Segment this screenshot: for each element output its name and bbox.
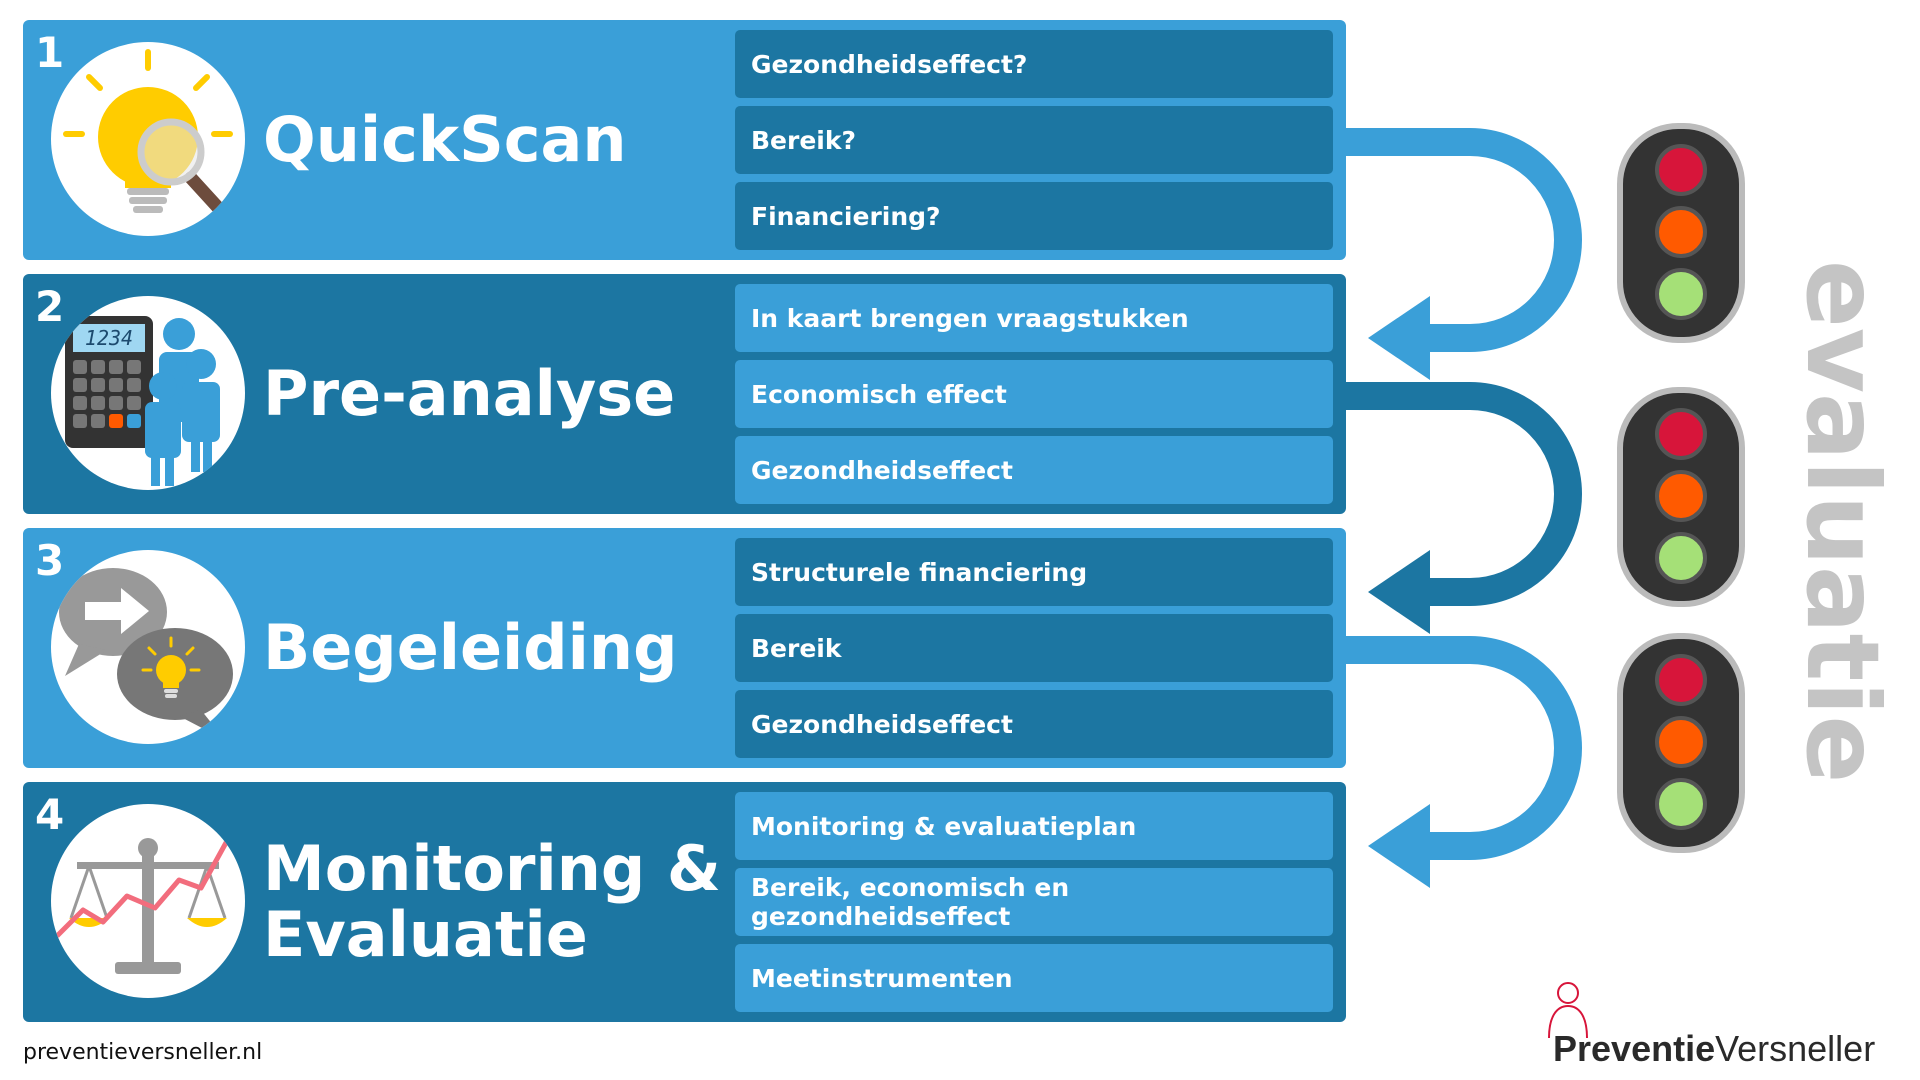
- flow-arrow: [1346, 382, 1582, 634]
- calculator-people-icon: 1234: [51, 296, 245, 490]
- flow-arrow: [1346, 128, 1582, 380]
- phase-monitoring-evaluatie: 4 Monitoring & Evaluatie Monitoring & ev…: [23, 782, 1346, 1022]
- phase-title-line: Pre-analyse: [263, 357, 676, 430]
- phase-title: Monitoring & Evaluatie: [263, 836, 743, 968]
- checklist-item: Gezondheidseffect: [735, 690, 1333, 758]
- scales-chart-icon: [51, 804, 245, 998]
- checklist-item: Financiering?: [735, 182, 1333, 250]
- phase-title-line: Monitoring &: [263, 832, 721, 905]
- flow-arrow: [1346, 636, 1582, 888]
- phase-title: QuickScan: [263, 107, 743, 173]
- logo-part1: Preventie: [1553, 1028, 1716, 1069]
- checklist-item: In kaart brengen vraagstukken: [735, 284, 1333, 352]
- checklist-item: Bereik: [735, 614, 1333, 682]
- checklist-item: Gezondheidseffect: [735, 436, 1333, 504]
- speech-bubbles-icon: [51, 550, 245, 744]
- checklist-item: Monitoring & evaluatieplan: [735, 792, 1333, 860]
- phase-title: Begeleiding: [263, 615, 743, 681]
- phase-title-line: Evaluatie: [263, 898, 588, 971]
- logo-part2: Versneller: [1715, 1028, 1876, 1069]
- person-outline-icon: [1548, 982, 1588, 1039]
- traffic-light-icon: [1617, 387, 1745, 607]
- evaluatie-label: evaluatie: [1784, 260, 1901, 784]
- svg-text:1234: 1234: [85, 326, 133, 350]
- checklist-item: Bereik?: [735, 106, 1333, 174]
- lightbulb-magnifier-icon: [51, 42, 245, 236]
- checklist-item: Gezondheidseffect?: [735, 30, 1333, 98]
- logo-wordmark: PreventieVersneller: [1553, 1028, 1875, 1070]
- checklist-item: Meetinstrumenten: [735, 944, 1333, 1012]
- phase-title-line: QuickScan: [263, 103, 627, 176]
- phase-title-line: Begeleiding: [263, 611, 678, 684]
- phase-number: 1: [35, 28, 65, 77]
- checklist-item: Bereik, economisch en gezondheidseffect: [735, 868, 1333, 936]
- phase-number: 3: [35, 536, 65, 585]
- traffic-light-icon: [1617, 633, 1745, 853]
- checklist-item: Economisch effect: [735, 360, 1333, 428]
- preventieversneller-logo: PreventieVersneller: [1535, 980, 1905, 1070]
- traffic-light-icon: [1617, 123, 1745, 343]
- phase-number: 2: [35, 282, 65, 331]
- phase-begeleiding: 3 Begeleiding Structurele financiering B…: [23, 528, 1346, 768]
- phase-pre-analyse: 2 1234 Pre-analyse: [23, 274, 1346, 514]
- website-link[interactable]: preventieversneller.nl: [23, 1040, 263, 1065]
- checklist-item: Structurele financiering: [735, 538, 1333, 606]
- phase-quickscan: 1 QuickScan Gezondheidseffect? Bereik? F…: [23, 20, 1346, 260]
- phase-number: 4: [35, 790, 65, 839]
- phase-title: Pre-analyse: [263, 361, 743, 427]
